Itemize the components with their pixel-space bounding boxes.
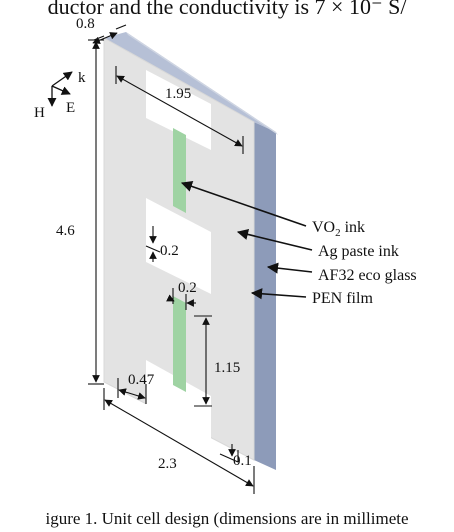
dimension-lines (88, 24, 255, 494)
dim-0-1: 0.1 (233, 453, 252, 469)
dim-0-2-a: 0.2 (160, 243, 179, 259)
dim-2-3: 2.3 (158, 456, 177, 472)
axis-k-label: k (78, 70, 86, 86)
label-leader-arrows (180, 181, 313, 300)
label-pen-film: PEN film (312, 290, 373, 307)
dim-1-15: 1.15 (214, 360, 240, 376)
dim-0-47: 0.47 (128, 372, 155, 388)
dim-1-95: 1.95 (165, 86, 191, 102)
vo2-strip-upper (173, 128, 186, 213)
axis-h-label: H (34, 105, 45, 121)
ag-paste-mid (146, 198, 211, 294)
label-ag-paste-ink: Ag paste ink (318, 243, 399, 260)
label-af32-glass: AF32 eco glass (318, 267, 417, 284)
dim-0-8: 0.8 (76, 16, 95, 32)
vo2-strip-lower (173, 296, 186, 392)
dim-0-2-b: 0.2 (178, 280, 197, 296)
coordinate-axes (47, 71, 73, 107)
label-vo2-ink: VO2 ink (312, 219, 365, 239)
dim-4-6: 4.6 (56, 223, 75, 239)
figure-caption: igure 1. Unit cell design (dimensions ar… (45, 509, 409, 528)
truncated-body-text: ductor and the conductivity is 7 × 10⁻ S… (47, 0, 407, 19)
glass-side-face (254, 122, 276, 470)
axis-e-label: E (66, 100, 75, 116)
